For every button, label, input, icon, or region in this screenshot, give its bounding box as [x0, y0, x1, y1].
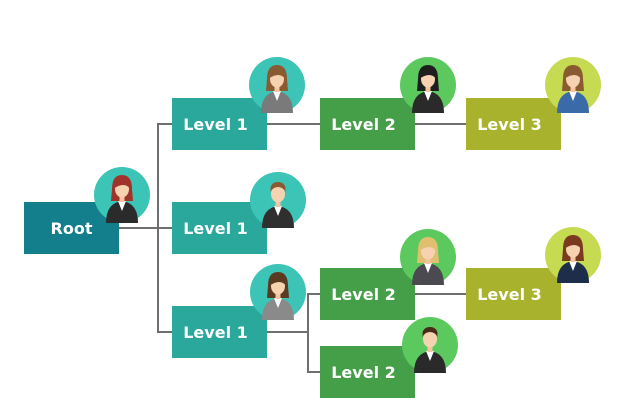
node-label: Level 2: [331, 284, 396, 304]
node-level2-bottom: Level 2: [320, 346, 415, 398]
node-level3-bottom: Level 3: [466, 268, 561, 320]
connector: [415, 123, 466, 125]
node-label: Level 3: [477, 284, 542, 304]
connector: [267, 331, 308, 333]
node-level2-top: Level 2: [320, 98, 415, 150]
connector: [307, 371, 320, 373]
node-label: Level 2: [331, 114, 396, 134]
node-level1-middle: Level 1: [172, 202, 267, 254]
connector: [157, 123, 172, 125]
node-label: Level 1: [183, 114, 248, 134]
avatar-man-icon: [402, 317, 458, 373]
avatar-woman-icon: [94, 167, 150, 223]
connector: [267, 123, 320, 125]
node-label: Level 1: [183, 218, 248, 238]
node-label: Level 1: [183, 322, 248, 342]
connector: [307, 293, 309, 373]
node-label: Root: [50, 218, 93, 238]
node-level1-bottom: Level 1: [172, 306, 267, 358]
connector: [157, 331, 172, 333]
connector: [119, 227, 172, 229]
node-label: Level 3: [477, 114, 542, 134]
avatar-woman-icon: [545, 57, 601, 113]
connector: [157, 123, 159, 333]
avatar-woman-icon: [249, 57, 305, 113]
node-level1-top: Level 1: [172, 98, 267, 150]
node-level3-top: Level 3: [466, 98, 561, 150]
avatar-woman-icon: [250, 264, 306, 320]
avatar-woman-icon: [400, 229, 456, 285]
avatar-woman-icon: [400, 57, 456, 113]
connector: [415, 293, 466, 295]
avatar-man-icon: [250, 172, 306, 228]
connector: [307, 293, 320, 295]
node-level2-middle: Level 2: [320, 268, 415, 320]
node-label: Level 2: [331, 362, 396, 382]
avatar-woman-icon: [545, 227, 601, 283]
